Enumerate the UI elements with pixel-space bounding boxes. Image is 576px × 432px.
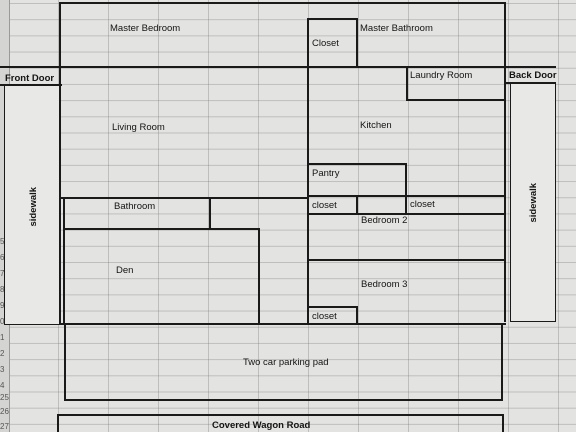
wall-bathroom-left [63,197,65,325]
room-label-master-bedroom: Master Bedroom [110,23,181,34]
parking-pad-right [501,325,503,401]
wall-den-right [258,228,260,325]
row-number: 1 [0,333,5,342]
row-number: 9 [0,301,5,310]
row-number: 8 [0,285,5,294]
wall-bedroom2-top [307,213,506,215]
room-label-closet-hall-left: closet [312,200,337,211]
label-road: Covered Wagon Road [212,420,311,431]
row-number: 7 [0,269,5,278]
room-label-kitchen: Kitchen [360,120,392,131]
room-label-bathroom: Bathroom [114,201,156,212]
wall-bedroom-divider [307,259,506,261]
row-number: 5 [0,237,5,246]
row-number: 6 [0,253,5,262]
room-label-bedroom-2: Bedroom 2 [361,215,408,226]
label-sidewalk-left: sidewalk [28,186,40,227]
room-label-closet-bottom: closet [312,311,337,322]
row-number: 4 [0,381,5,390]
wall-bathroom-right [209,197,211,229]
wall-closet-left [307,18,309,68]
room-label-bedroom-3: Bedroom 3 [361,279,408,290]
wall-hall-top-left [59,197,309,199]
wall-pantry-right [405,163,407,215]
wall-closet-bottom-right [356,306,358,325]
wall-pantry-top [307,163,407,165]
row-number: 0 [0,317,5,326]
front-door-line [0,84,62,86]
wall-upper-band [0,66,556,68]
room-label-master-bathroom: Master Bathroom [360,23,433,34]
room-label-closet: Closet [312,38,339,49]
road-left [57,414,59,432]
wall-closet-bottom-top [307,306,358,308]
room-label-closet-hall-right: closet [410,199,435,210]
parking-pad-left [64,325,66,401]
room-label-den: Den [116,265,134,276]
wall-laundry-left [406,66,408,101]
wall-kitchen-bottom [307,195,506,197]
label-parking-pad: Two car parking pad [243,357,329,368]
label-back-door: Back Door [509,70,557,81]
wall-top [59,2,506,4]
wall-laundry-bottom [406,99,506,101]
wall-closet-top [307,18,358,20]
road-top [57,414,504,416]
label-front-door: Front Door [5,73,55,84]
room-label-laundry-room: Laundry Room [410,70,473,81]
row-number: 25 [0,393,9,402]
row-number: 27 [0,422,9,431]
wall-closet-divider [356,195,358,215]
wall-bottom [59,323,506,325]
back-door-line [506,82,556,84]
label-sidewalk-right: sidewalk [528,182,540,223]
wall-left [59,2,61,325]
row-number: 26 [0,407,9,416]
row-number: 3 [0,365,5,374]
parking-pad-bottom [64,399,503,401]
road-right [502,414,504,432]
wall-right [504,2,506,322]
wall-den-top [63,228,260,230]
room-label-living-room: Living Room [112,122,165,133]
row-number: 2 [0,349,5,358]
room-label-pantry: Pantry [312,168,340,179]
wall-closet-right [356,18,358,68]
